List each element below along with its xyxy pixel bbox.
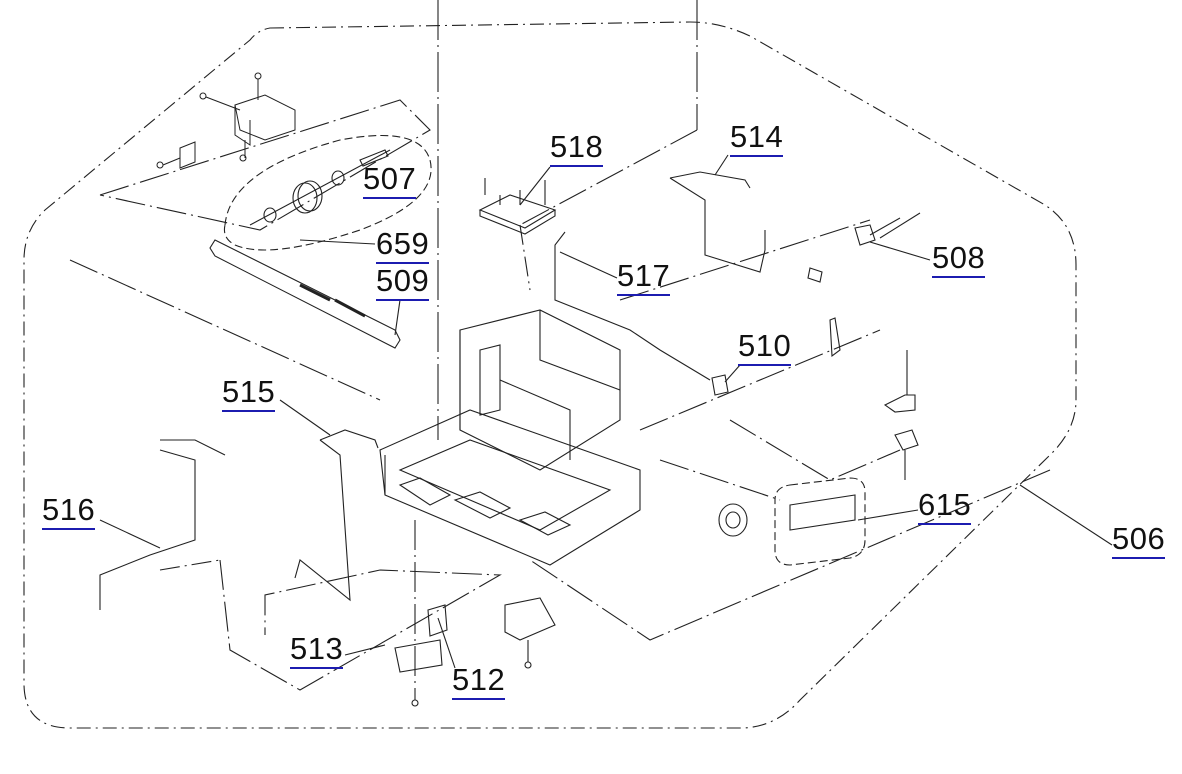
bar-part	[209, 239, 401, 349]
cable-part	[294, 429, 379, 602]
part-label-517[interactable]: 517	[617, 260, 671, 296]
part-label-514[interactable]: 514	[730, 121, 784, 157]
part-label-512[interactable]: 512	[452, 664, 506, 700]
part-label-513[interactable]: 513	[290, 633, 344, 669]
part-label-509[interactable]: 509	[376, 265, 430, 301]
part-label-515[interactable]: 515	[222, 376, 276, 412]
bracket-part	[394, 639, 443, 673]
part-label-508[interactable]: 508	[932, 242, 986, 278]
part-label-507[interactable]: 507	[363, 163, 417, 199]
board-part	[789, 494, 856, 531]
cable-part	[99, 439, 226, 610]
cable-part	[554, 231, 711, 381]
board-part	[478, 178, 557, 235]
pulley-part	[249, 149, 391, 226]
cable-part	[669, 171, 766, 273]
part-label-518[interactable]: 518	[550, 131, 604, 167]
part-label-516[interactable]: 516	[42, 494, 96, 530]
part-label-659[interactable]: 659	[376, 228, 430, 264]
gear-part	[718, 503, 748, 537]
sensor-part	[807, 224, 876, 283]
part-label-510[interactable]: 510	[738, 330, 792, 366]
bracket-part	[504, 597, 556, 641]
main-frame-part	[379, 309, 641, 566]
assembly-boundary	[23, 21, 1077, 729]
bracket-part	[427, 604, 448, 637]
part-label-615[interactable]: 615	[918, 489, 972, 525]
part-label-506[interactable]: 506	[1112, 523, 1166, 559]
sensor-part	[711, 374, 729, 396]
bracket-part	[156, 72, 296, 169]
